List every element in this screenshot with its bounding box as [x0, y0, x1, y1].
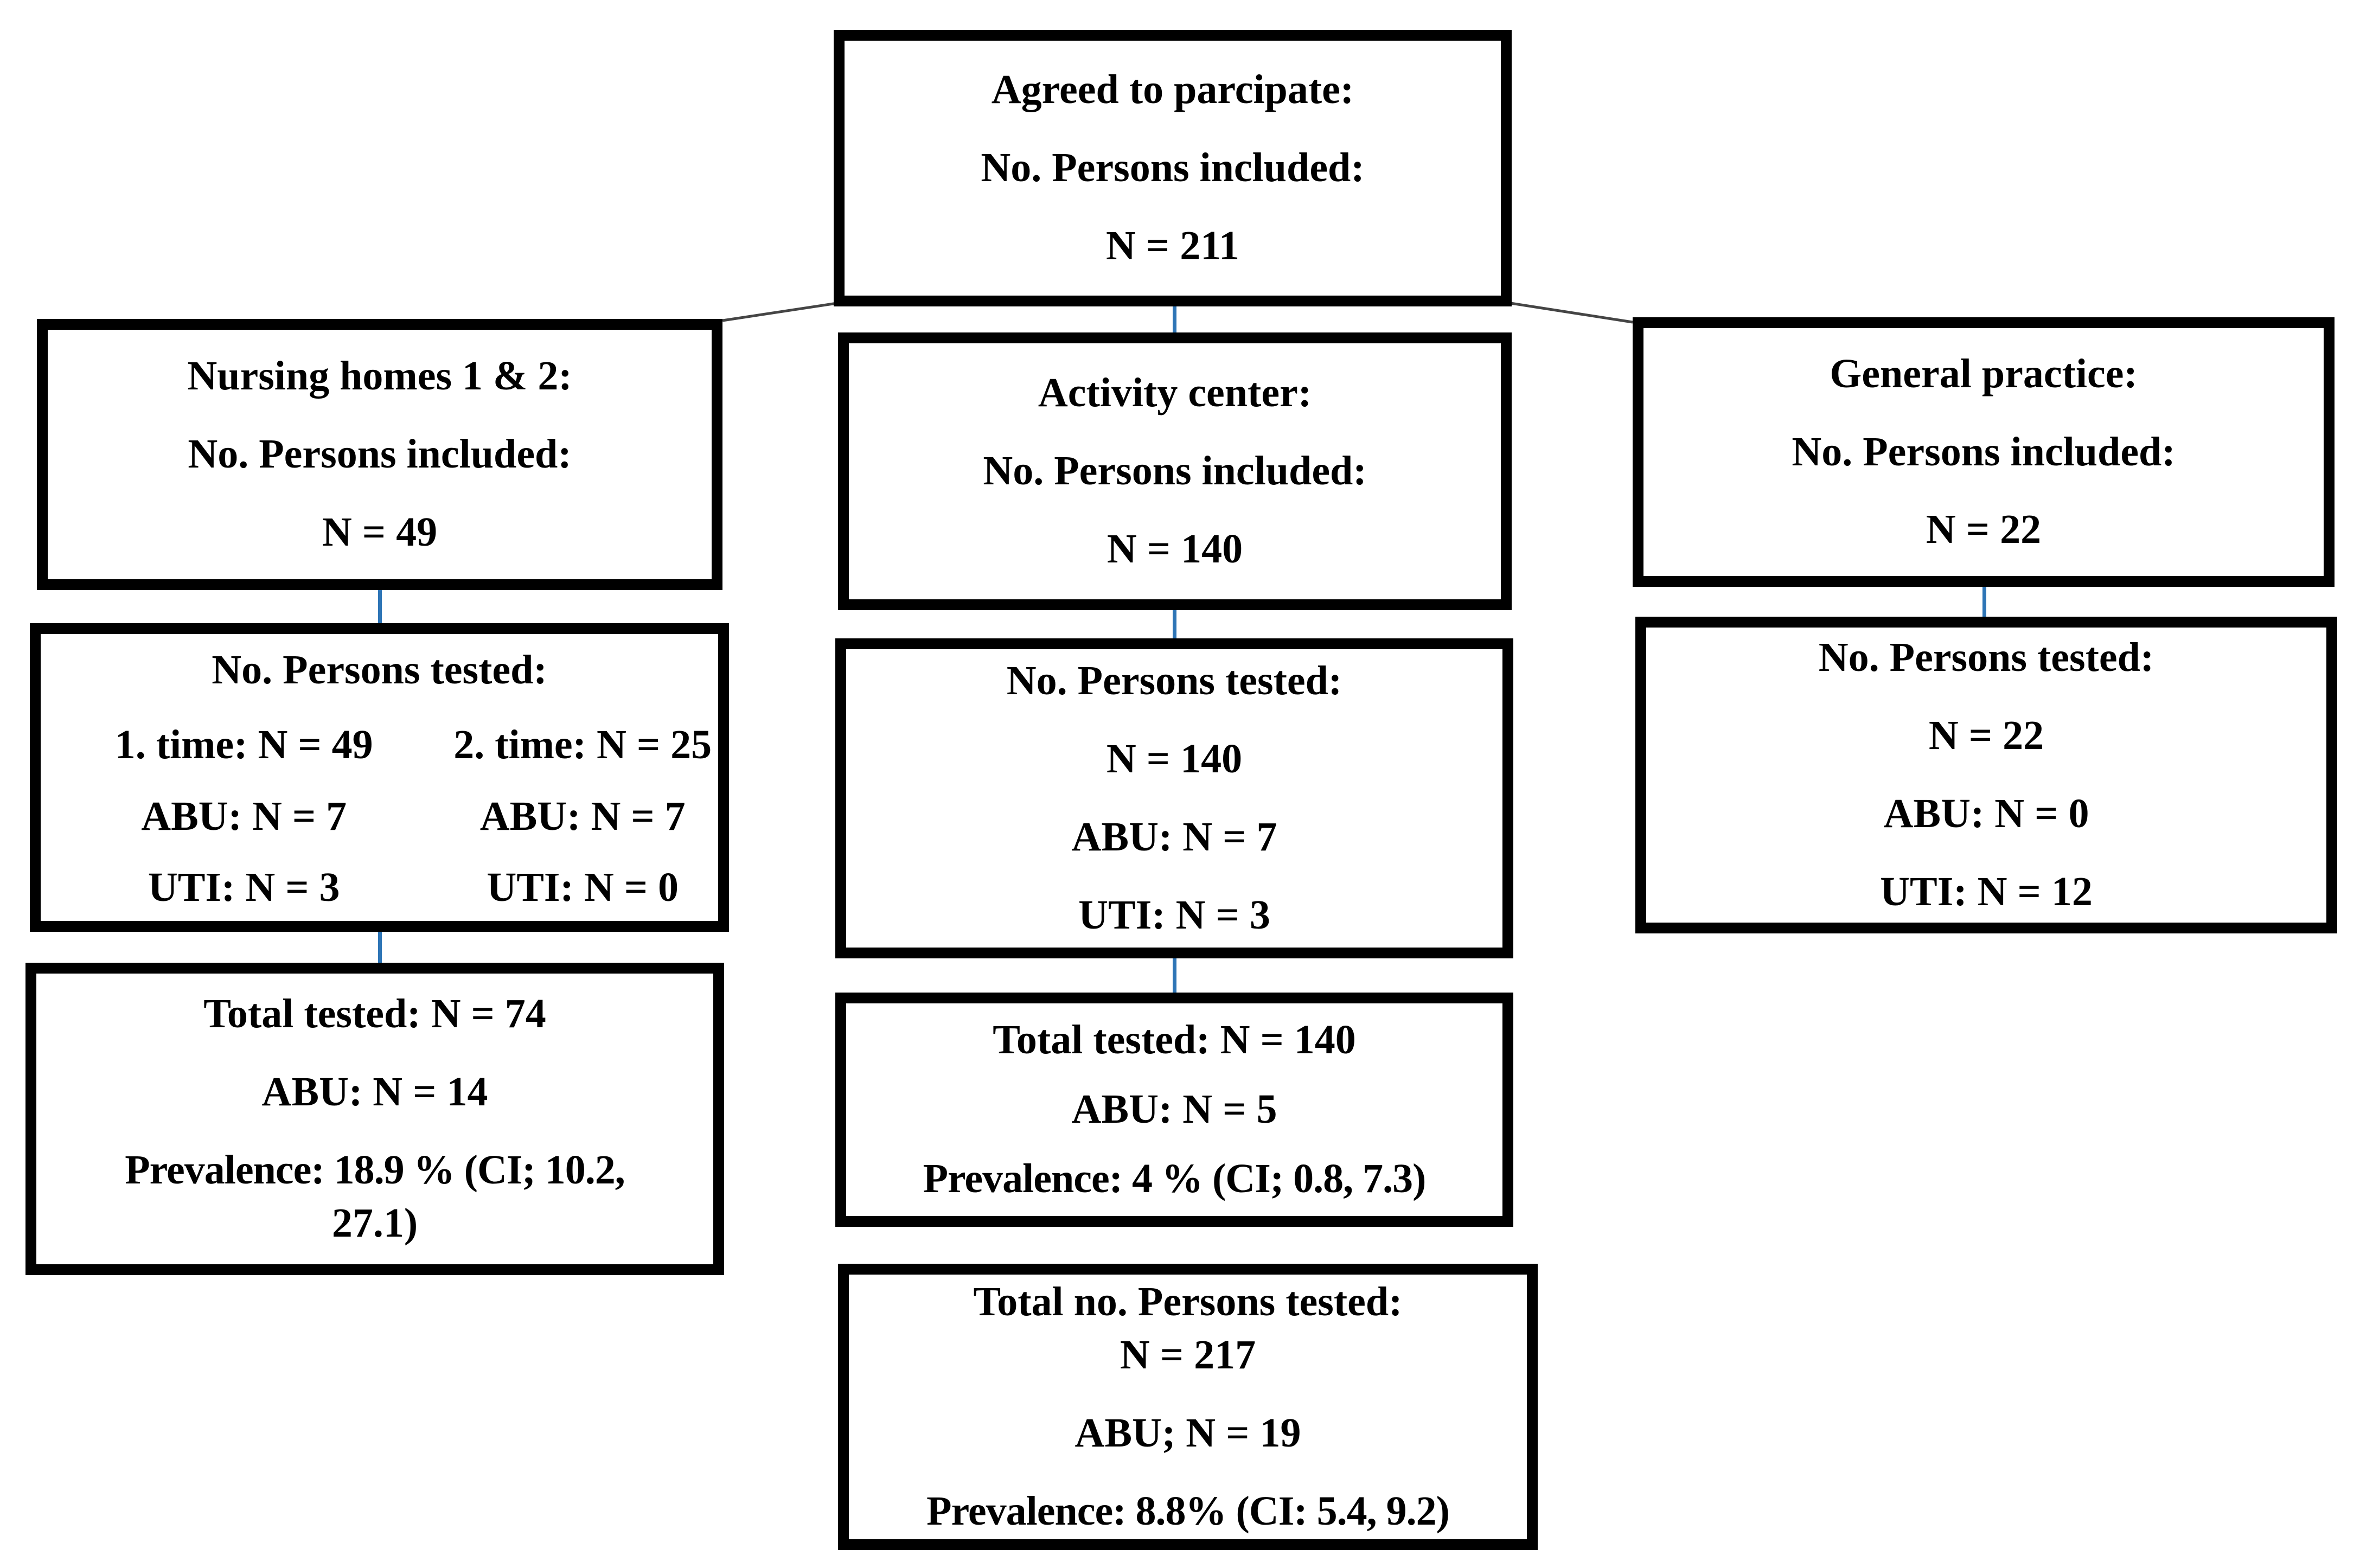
box-nursing-homes-tested: No. Persons tested: 1. time: N = 49 2. t…	[30, 623, 729, 932]
text-line: Total tested: N = 74	[203, 991, 546, 1037]
box-nursing-homes-total: Total tested: N = 74 ABU: N = 14 Prevale…	[25, 963, 724, 1275]
box-general-practice-tested: No. Persons tested: N = 22 ABU: N = 0 UT…	[1635, 617, 2337, 933]
text-line: ABU; N = 19	[1075, 1410, 1301, 1456]
box-activity-center-tested: No. Persons tested: N = 140 ABU: N = 7 U…	[835, 638, 1513, 958]
text-line: 27.1)	[331, 1200, 418, 1246]
text-line: 1. time: N = 49	[114, 721, 373, 767]
text-line: ABU: N = 7	[479, 793, 686, 839]
text-line: General practice:	[1830, 350, 2138, 396]
connector-top-to-activity	[1173, 300, 1176, 337]
connector-activity-included-to-tested	[1173, 608, 1176, 642]
connector-general-included-to-tested	[1982, 585, 1986, 619]
text-line: N = 49	[322, 509, 438, 555]
box-general-practice-included: General practice: No. Persons included: …	[1633, 317, 2335, 587]
text-line: No. Persons included:	[983, 448, 1367, 494]
text-line: No. Persons tested:	[1006, 658, 1342, 704]
text-line: UTI: N = 12	[1880, 868, 2093, 914]
box-agreed-to-participate: Agreed to parcipate: No. Persons include…	[834, 30, 1512, 306]
text-line: N = 217	[1120, 1332, 1256, 1378]
text-line: N = 140	[1107, 526, 1243, 572]
text-line: Prevalence: 18.9 % (CI; 10.2,	[125, 1147, 625, 1193]
box-nursing-homes-included: Nursing homes 1 & 2: No. Persons include…	[37, 319, 722, 590]
text-line: UTI: N = 3	[148, 865, 340, 911]
text-line: No. Persons included:	[981, 145, 1365, 191]
text-line: No. Persons included:	[188, 431, 572, 477]
box-activity-center-total: Total tested: N = 140 ABU: N = 5 Prevale…	[835, 993, 1513, 1227]
text-line: No. Persons included:	[1792, 428, 2176, 475]
text-line: No. Persons tested:	[1818, 635, 2154, 681]
text-line: UTI: N = 3	[1078, 892, 1270, 938]
text-line: No. Persons tested:	[212, 647, 547, 693]
diagonal-connector-right	[1510, 302, 1633, 324]
text-line: Total no. Persons tested:	[973, 1279, 1403, 1325]
text-line: ABU: N = 5	[1071, 1086, 1277, 1132]
text-line: ABU: N = 7	[1071, 814, 1277, 860]
connector-activity-tested-to-total	[1173, 956, 1176, 995]
text-line: UTI: N = 0	[487, 865, 679, 911]
text-line: N = 140	[1106, 736, 1243, 782]
text-line: N = 211	[1106, 222, 1239, 268]
box-activity-center-included: Activity center: No. Persons included: N…	[838, 332, 1512, 610]
text-line: N = 22	[1926, 507, 2042, 553]
box-grand-total-tested: Total no. Persons tested: N = 217 ABU; N…	[838, 1264, 1538, 1550]
text-line: Nursing homes 1 & 2:	[187, 353, 572, 399]
text-line: ABU: N = 7	[141, 793, 347, 839]
text-line: Prevalence: 4 % (CI; 0.8, 7.3)	[923, 1155, 1427, 1201]
text-line: Agreed to parcipate:	[991, 67, 1354, 113]
tested-row-times: 1. time: N = 49 2. time: N = 25	[41, 721, 718, 767]
tested-row-uti: UTI: N = 3 UTI: N = 0	[41, 866, 718, 910]
diagonal-connector-left	[722, 302, 837, 322]
text-line: ABU: N = 14	[261, 1069, 488, 1115]
tested-row-abu: ABU: N = 7 ABU: N = 7	[41, 795, 718, 839]
text-line: 2. time: N = 25	[453, 721, 712, 767]
text-line: N = 22	[1928, 713, 2044, 759]
connector-nursing-tested-to-total	[378, 930, 382, 965]
text-line: ABU: N = 0	[1883, 791, 2089, 836]
text-line: Activity center:	[1038, 370, 1312, 416]
connector-nursing-included-to-tested	[378, 588, 382, 626]
text-line: Prevalence: 8.8% (CI: 5.4, 9.2)	[926, 1488, 1450, 1534]
text-line: Total tested: N = 140	[993, 1017, 1356, 1063]
